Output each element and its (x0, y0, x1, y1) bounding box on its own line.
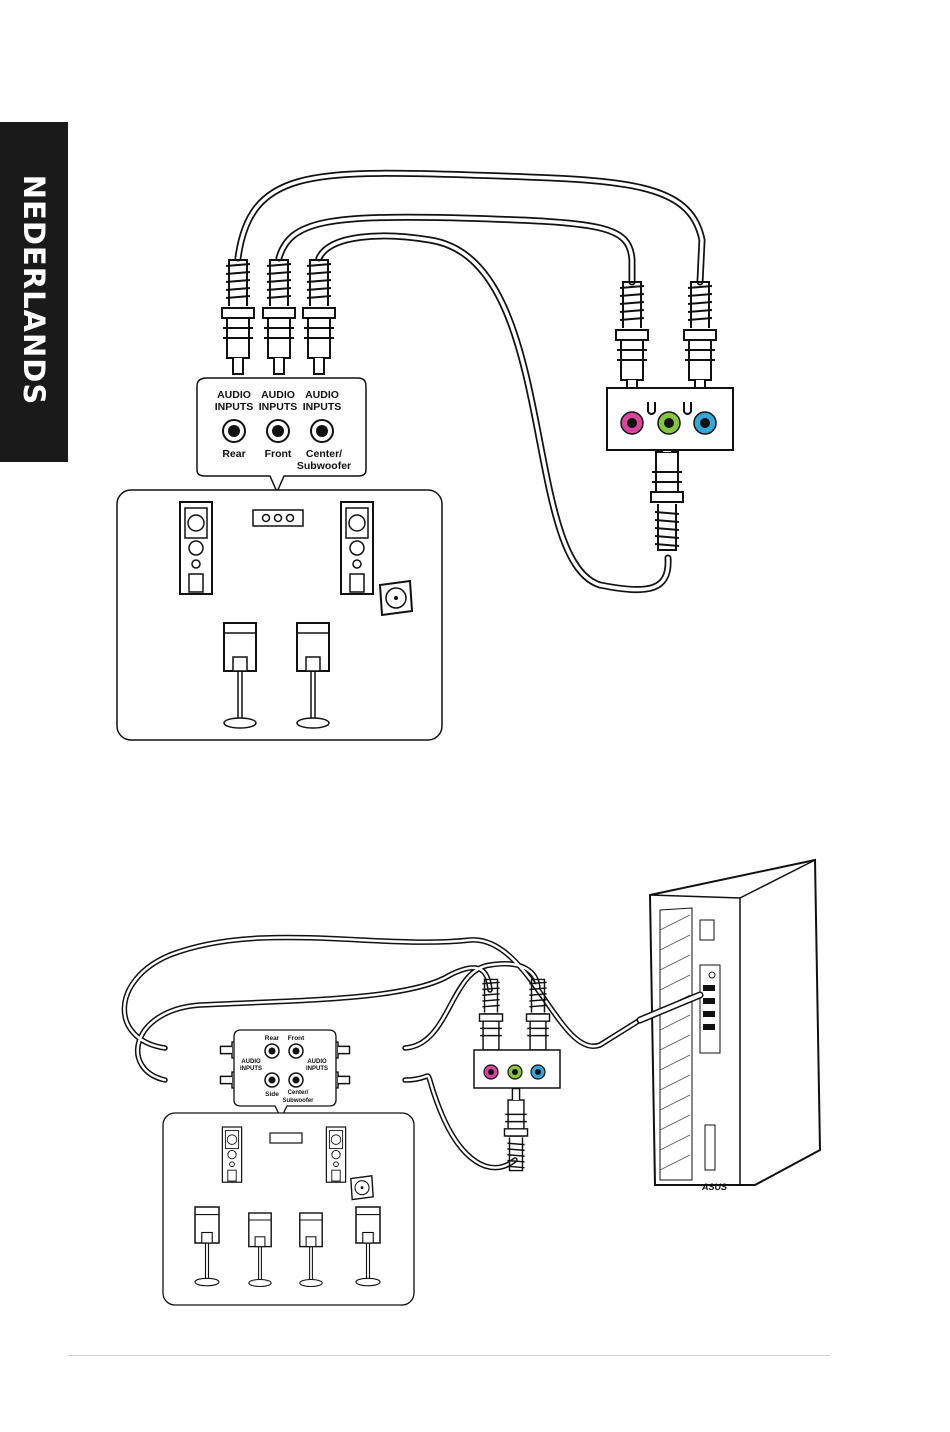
input-front-name: Front (265, 448, 292, 460)
desktop-pc-tower: ASUS (640, 860, 820, 1192)
input-center-line1: AUDIO (305, 389, 339, 401)
asus-brand-logo: ASUS (701, 1182, 727, 1192)
input-subwoofer-name: Subwoofer (297, 460, 351, 472)
bottom-center-label: Center/ (288, 1090, 309, 1096)
input-rear-line1: AUDIO (217, 389, 251, 401)
input-front-line2: INPUTS (259, 401, 298, 413)
footer-divider (68, 1355, 830, 1356)
bottom-audio-left-line1: AUDIO (241, 1059, 261, 1065)
input-center-name: Center/ (306, 448, 342, 460)
input-center-line2: INPUTS (303, 401, 342, 413)
bottom-audio-left-line2: INPUTS (240, 1066, 262, 1072)
top-speaker-system (117, 490, 442, 740)
input-front-line1: AUDIO (261, 389, 295, 401)
bottom-audio-right-line2: INPUTS (306, 1066, 328, 1072)
input-rear-name: Rear (222, 448, 245, 460)
bottom-rear-label: Rear (265, 1035, 280, 1042)
bottom-speaker-input-box: Rear Front Side Center/ Subwoofer AUDIO … (234, 1030, 336, 1118)
bottom-audio-jack-panel (474, 1050, 560, 1088)
bottom-side-label: Side (265, 1091, 279, 1098)
bottom-speaker-system (163, 1113, 414, 1305)
top-speaker-input-box: AUDIO INPUTS AUDIO INPUTS AUDIO INPUTS R… (197, 378, 366, 492)
top-audio-jack-panel (607, 388, 733, 450)
input-rear-line2: INPUTS (215, 401, 254, 413)
bottom-front-label: Front (288, 1035, 305, 1042)
bottom-subwoofer-label: Subwoofer (283, 1098, 315, 1104)
bottom-audio-right-line1: AUDIO (307, 1059, 327, 1065)
